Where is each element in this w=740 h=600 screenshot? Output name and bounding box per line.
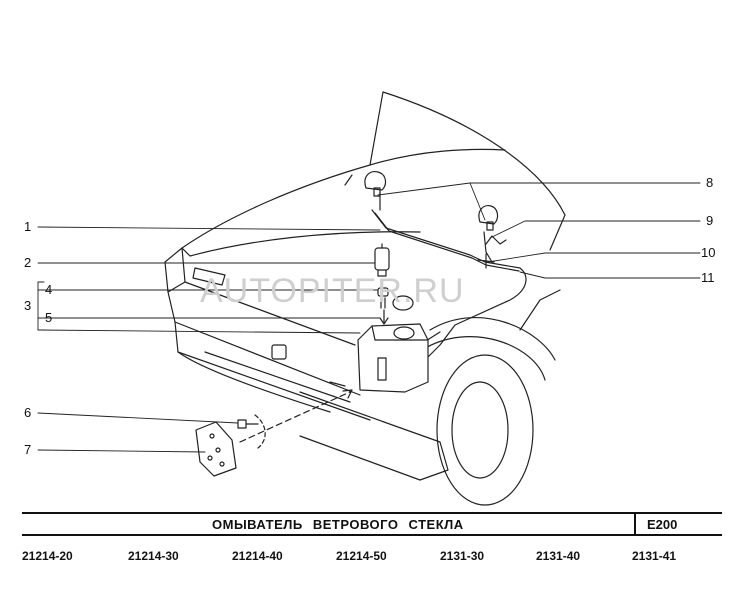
mounting-bracket xyxy=(195,421,237,477)
callout-3: 3 xyxy=(24,298,32,313)
nozzle-left xyxy=(364,171,387,197)
callout-11: 11 xyxy=(701,270,715,285)
pump-filter xyxy=(380,297,386,309)
model-item: 21214-50 xyxy=(336,549,387,563)
callout-2: 2 xyxy=(24,255,32,270)
washer-assembly-diagram xyxy=(37,91,701,506)
pump-grommet xyxy=(377,287,389,297)
model-item: 21214-30 xyxy=(128,549,179,563)
leader-lines xyxy=(37,182,701,453)
tank-cap xyxy=(392,295,414,311)
title-bar: ОМЫВАТЕЛЬ ВЕТРОВОГО СТЕКЛА E200 xyxy=(22,512,722,536)
model-item: 2131-30 xyxy=(440,549,485,563)
bolt-arc xyxy=(254,414,266,449)
model-item: 21214-20 xyxy=(22,549,73,563)
title-divider xyxy=(634,512,636,536)
mount-arrow-head xyxy=(342,389,353,399)
callout-9: 9 xyxy=(706,213,714,228)
model-list: 21214-20 21214-30 21214-40 21214-50 2131… xyxy=(22,549,722,565)
nozzle-right xyxy=(478,205,499,231)
callout-4: 4 xyxy=(45,282,53,297)
mount-arrow xyxy=(239,391,351,443)
washer-pump xyxy=(374,243,390,277)
car-wheel xyxy=(379,289,561,506)
model-item: 21214-40 xyxy=(232,549,283,563)
car-front xyxy=(164,247,449,481)
callout-1: 1 xyxy=(24,219,32,234)
watermark: AUTOPITER.RU xyxy=(200,272,465,310)
model-item: 2131-40 xyxy=(536,549,581,563)
callout-8: 8 xyxy=(706,175,714,190)
diagram-title: ОМЫВАТЕЛЬ ВЕТРОВОГО СТЕКЛА xyxy=(212,517,464,532)
callout-7: 7 xyxy=(24,442,32,457)
model-item: 2131-41 xyxy=(632,549,677,563)
callout-10: 10 xyxy=(701,245,716,260)
diagram-code: E200 xyxy=(647,517,678,532)
callout-6: 6 xyxy=(24,405,32,420)
callout-5: 5 xyxy=(45,310,53,325)
washer-reservoir xyxy=(357,309,429,393)
mounting-bolt xyxy=(237,419,259,429)
car-hood xyxy=(181,91,566,257)
hose-clip xyxy=(485,235,507,245)
